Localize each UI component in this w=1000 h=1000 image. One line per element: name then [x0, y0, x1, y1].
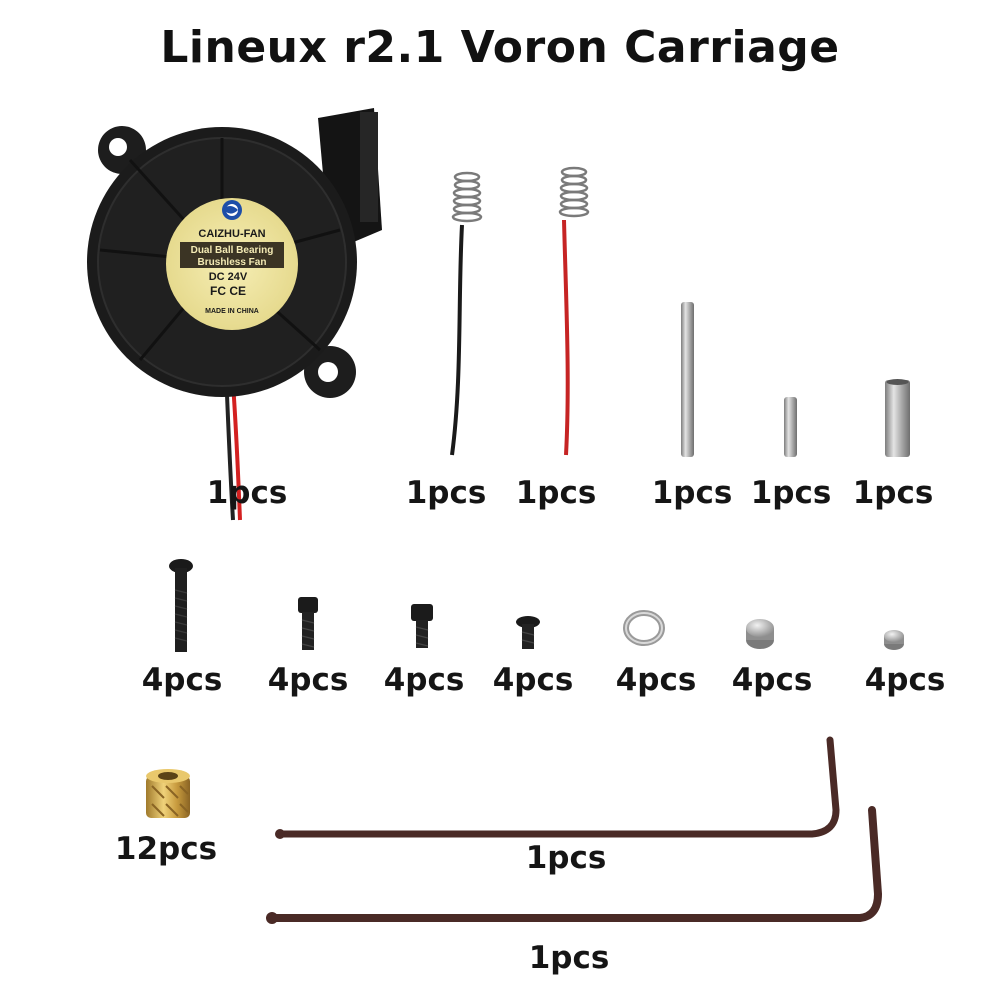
fan-origin-text: MADE IN CHINA [205, 308, 259, 315]
cap-screw-1-quantity-label: 4pcs [267, 662, 349, 698]
large-magnet-quantity-label: 4pcs [731, 662, 813, 698]
washer-quantity-label: 4pcs [615, 662, 697, 698]
fan-line2-text: Brushless Fan [198, 257, 267, 268]
long-pin-quantity-label: 1pcs [651, 475, 733, 511]
fan-quantity-label: 1pcs [206, 475, 288, 511]
long-button-screw-quantity-label: 4pcs [141, 662, 223, 698]
hex-key-2-quantity-label: 1pcs [528, 940, 610, 976]
hex-key-2-icon [266, 806, 883, 924]
small-magnet-quantity-label: 4pcs [864, 662, 946, 698]
page-title: Lineux r2.1 Voron Carriage [160, 22, 840, 73]
spring-red-wire-icon [558, 166, 590, 456]
long-pin-icon [681, 302, 694, 457]
hex-key-1-quantity-label: 1pcs [525, 840, 607, 876]
insert-quantity-label: 12pcs [114, 831, 218, 867]
cap-screw-2-quantity-label: 4pcs [383, 662, 465, 698]
spring-black-quantity-label: 1pcs [405, 475, 487, 511]
short-pin-icon [784, 397, 797, 457]
sleeve-icon [885, 379, 910, 457]
short-pin-quantity-label: 1pcs [750, 475, 832, 511]
hex-key-1-icon [275, 736, 840, 839]
cap-screw-1-icon [298, 597, 318, 650]
fan-voltage-text: DC 24V [209, 271, 248, 283]
blower-fan-icon: CAIZHU-FAN Dual Ball Bearing Brushless F… [87, 108, 382, 521]
large-magnet-icon [746, 619, 774, 649]
long-button-screw-icon [169, 559, 193, 652]
spring-red-quantity-label: 1pcs [515, 475, 597, 511]
cap-screw-2-icon [411, 604, 433, 648]
fan-brand-text: CAIZHU-FAN [198, 228, 265, 240]
small-magnet-icon [884, 630, 904, 650]
fan-line1-text: Dual Ball Bearing [191, 245, 274, 256]
heat-set-insert-icon [146, 769, 190, 818]
short-button-screw-quantity-label: 4pcs [492, 662, 574, 698]
washer-ring-icon [623, 610, 665, 646]
fan-marks-text: FC CE [210, 284, 246, 298]
spring-black-wire-icon [450, 171, 483, 456]
short-button-screw-icon [516, 616, 540, 649]
sleeve-quantity-label: 1pcs [852, 475, 934, 511]
